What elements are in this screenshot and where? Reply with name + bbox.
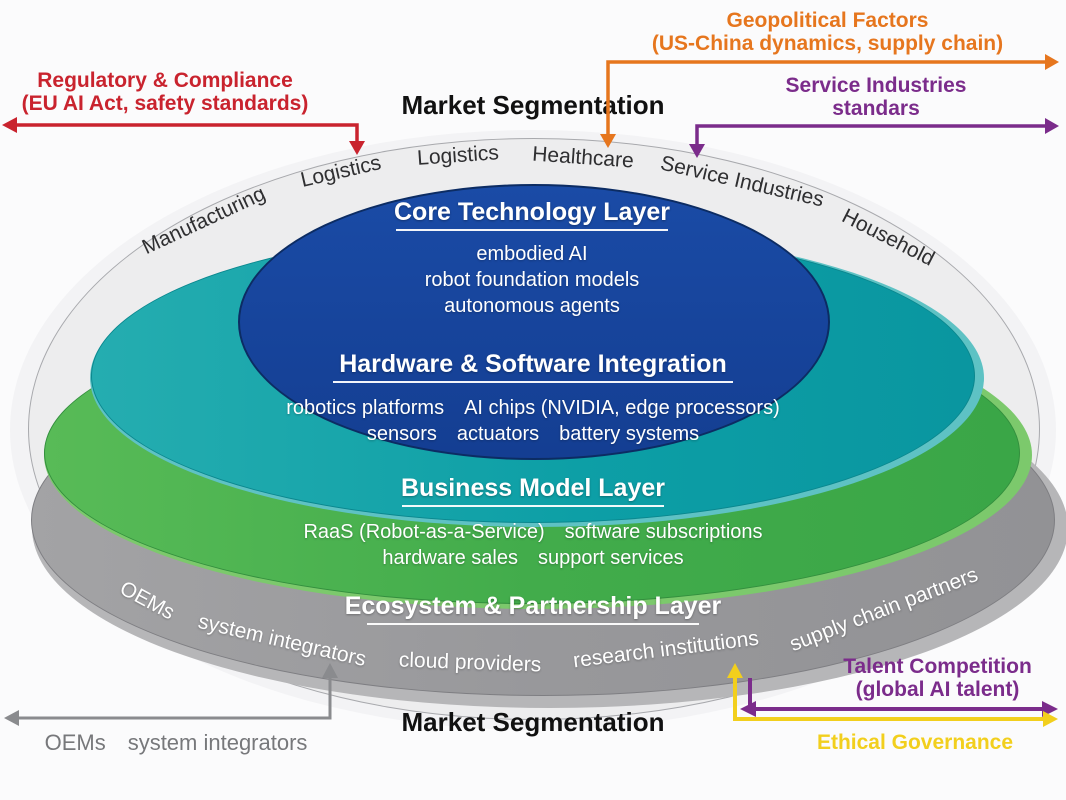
core-layer-line-1: embodied AI	[476, 243, 588, 265]
core-layer-line-2: robot foundation models	[424, 269, 640, 291]
talent-arrowhead-right	[1042, 701, 1058, 717]
service-industries-standards-label: Service Industries standars	[740, 74, 1012, 120]
regulatory-compliance-line-1: Regulatory & Compliance	[37, 69, 293, 92]
business-layer-line-2: hardware sales support services	[382, 547, 684, 569]
regulatory-compliance-label: Regulatory & Compliance (EU AI Act, safe…	[0, 69, 330, 115]
top-market-segmentation-title: Market Segmentation	[401, 90, 665, 120]
talent-competition-line-2: (global AI talent)	[855, 678, 1020, 701]
ethical-governance-label: Ethical Governance	[816, 731, 1014, 754]
regulatory-arrowhead-left	[2, 117, 17, 133]
bottom-market-segmentation-title: Market Segmentation	[401, 707, 665, 737]
geopolitical-factors-line-2: (US-China dynamics, supply chain)	[651, 32, 1004, 55]
core-layer-underline	[396, 229, 668, 231]
ecosystem-layer-title: Ecosystem & Partnership Layer	[344, 592, 722, 620]
regulatory-compliance-line-2: (EU AI Act, safety standards)	[21, 92, 309, 115]
ethical-arrowhead-right	[1043, 711, 1058, 727]
ecosystem-layer-underline	[367, 623, 699, 625]
geopolitical-arrowhead-right	[1045, 54, 1059, 70]
service-industries-standards-line-2: standars	[832, 97, 920, 120]
service-industries-arrow-line	[695, 124, 1046, 145]
business-layer-text: Business Model Layer RaaS (Robot-as-a-Se…	[0, 474, 1066, 571]
core-layer-line-3: autonomous agents	[444, 295, 620, 317]
service-industries-standards-line-1: Service Industries	[785, 74, 967, 97]
core-layer-title: Core Technology Layer	[394, 198, 670, 226]
hardware-layer-line-1: robotics platforms AI chips (NVIDIA, edg…	[286, 397, 780, 419]
core-layer-text: Core Technology Layer embodied AI robot …	[238, 198, 826, 319]
ecosystem-layer-text: Ecosystem & Partnership Layer	[0, 592, 1066, 625]
service-industries-arrowhead-right	[1045, 118, 1059, 134]
hardware-layer-title: Hardware & Software Integration	[339, 350, 727, 378]
hardware-layer-text: Hardware & Software Integration robotics…	[0, 350, 1066, 447]
business-layer-title: Business Model Layer	[401, 474, 665, 502]
talent-competition-label: Talent Competition (global AI talent)	[790, 655, 1066, 701]
oems-system-integrators-label: OEMs system integrators	[44, 730, 308, 755]
hardware-layer-line-2: sensors actuators battery systems	[366, 423, 700, 445]
talent-competition-line-1: Talent Competition	[843, 655, 1032, 678]
geopolitical-factors-line-1: Geopolitical Factors	[726, 9, 929, 32]
oems-arrowhead-left	[4, 710, 19, 726]
regulatory-arrow-line	[14, 123, 359, 142]
hardware-layer-underline	[333, 381, 733, 383]
geopolitical-factors-label: Geopolitical Factors (US-China dynamics,…	[640, 9, 1015, 55]
partner-label-cloud-providers: cloud providers	[398, 648, 542, 677]
business-layer-underline	[402, 505, 664, 507]
business-layer-line-1: RaaS (Robot-as-a-Service) software subsc…	[303, 521, 763, 543]
